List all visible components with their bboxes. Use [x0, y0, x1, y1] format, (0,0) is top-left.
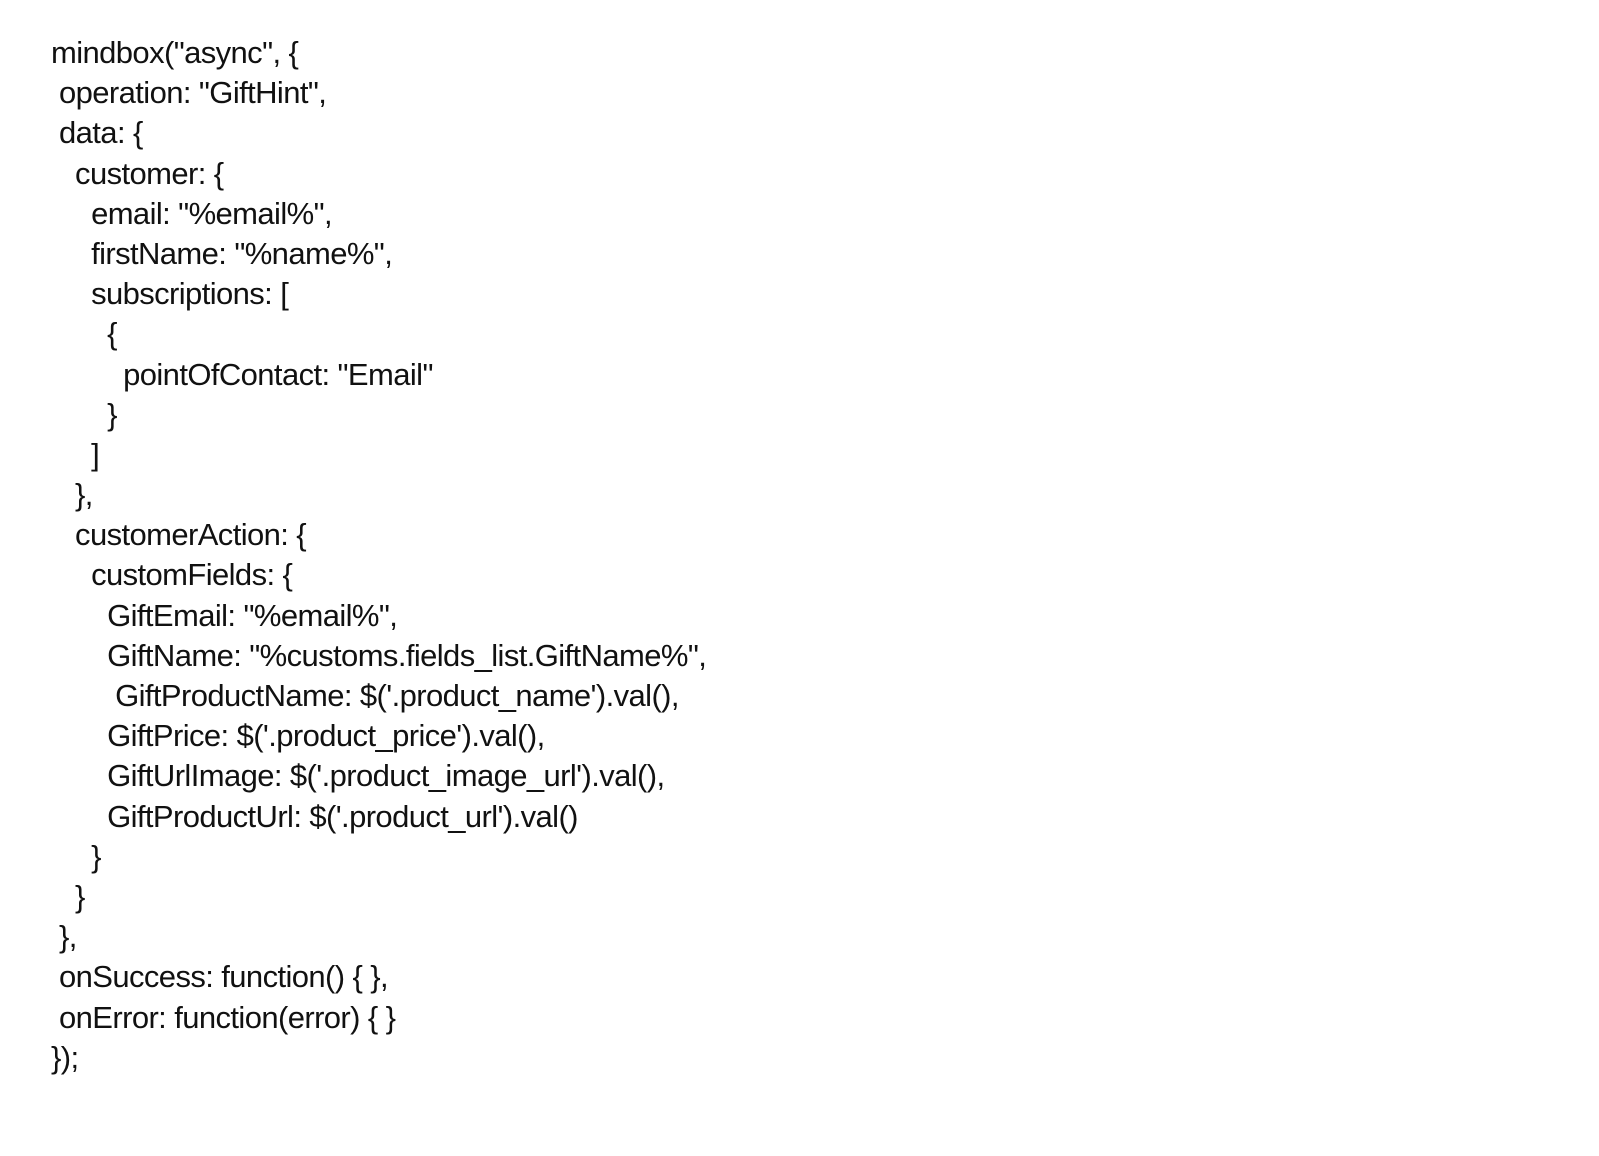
code-line: email: "%email%",: [51, 195, 333, 231]
code-line: data: {: [51, 115, 143, 151]
code-line: onSuccess: function() { },: [51, 959, 389, 995]
code-line: onError: function(error) { }: [51, 999, 396, 1035]
code-line: operation: "GiftHint",: [51, 75, 327, 111]
code-line: GiftEmail: "%email%",: [51, 597, 398, 633]
code-line: });: [51, 1039, 79, 1075]
code-line: }: [51, 838, 101, 874]
code-line: mindbox("async", {: [51, 35, 299, 70]
code-line: GiftName: "%customs.fields_list.GiftName…: [51, 637, 707, 673]
code-line: {: [51, 316, 117, 352]
code-line: customer: {: [51, 155, 224, 191]
code-line: firstName: "%name%",: [51, 235, 393, 271]
code-line: customFields: {: [51, 557, 293, 593]
code-line: },: [51, 919, 77, 955]
code-line: }: [51, 878, 85, 914]
code-line: GiftUrlImage: $('.product_image_url').va…: [51, 758, 665, 794]
code-line: ]: [51, 436, 100, 472]
code-line: customerAction: {: [51, 517, 307, 553]
code-line: }: [51, 396, 117, 432]
code-block: mindbox("async", { operation: "GiftHint"…: [51, 33, 707, 1078]
code-line: subscriptions: [: [51, 276, 289, 312]
code-line: GiftProductUrl: $('.product_url').val(): [51, 798, 578, 834]
code-line: },: [51, 477, 93, 513]
code-line: GiftProductName: $('.product_name').val(…: [51, 678, 679, 713]
code-line: GiftPrice: $('.product_price').val(),: [51, 718, 545, 754]
code-line: pointOfContact: "Email": [51, 356, 433, 392]
